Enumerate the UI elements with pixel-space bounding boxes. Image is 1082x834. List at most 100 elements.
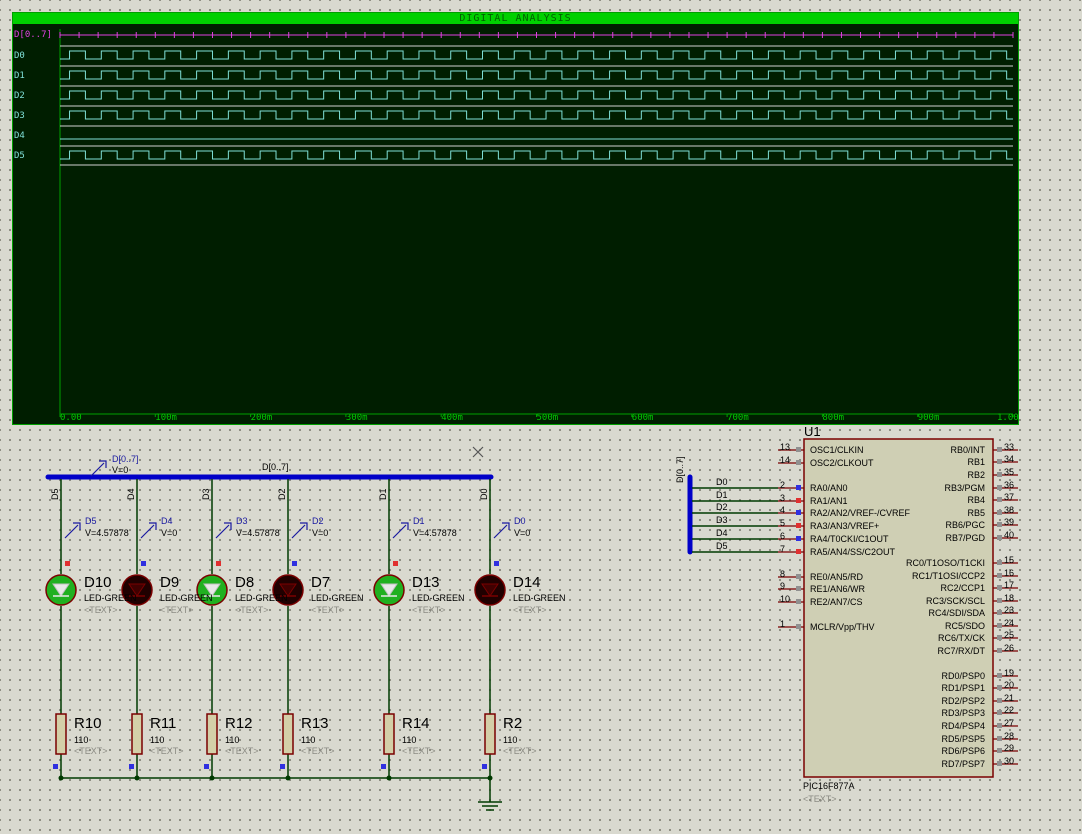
- resistor-value: 110: [301, 735, 316, 745]
- pin-state-marker: [997, 459, 1002, 464]
- mcu-text: <TEXT>: [803, 794, 837, 804]
- pin-number: 29: [1004, 743, 1015, 753]
- voltage-probe-label[interactable]: D4: [161, 516, 173, 526]
- pin-state-marker: [796, 586, 801, 591]
- voltage-probe-label[interactable]: D1: [413, 516, 425, 526]
- pin-state-marker: [796, 624, 801, 629]
- pin-state-marker: [129, 764, 134, 769]
- pin-number: 35: [1004, 467, 1015, 477]
- trace-label[interactable]: D2: [14, 91, 25, 101]
- voltage-probe-icon: [64, 522, 81, 539]
- pin-state-marker: [796, 485, 801, 490]
- resistor-value: 110: [402, 735, 417, 745]
- resistor-text: <TEXT>: [503, 746, 537, 756]
- pin-state-marker: [997, 497, 1002, 502]
- led-ref[interactable]: D13: [412, 574, 440, 591]
- net-label: D2: [277, 488, 287, 500]
- trace-label[interactable]: D1: [14, 71, 25, 81]
- resistor-ref[interactable]: R14: [402, 715, 430, 732]
- pin-name: RD3/PSP3: [941, 708, 985, 718]
- resistor-body: [131, 713, 143, 755]
- pin-number: 24: [1004, 618, 1015, 628]
- pin-name: RC5/SDO: [944, 621, 985, 631]
- pin-state-marker: [997, 673, 1002, 678]
- led-ref[interactable]: D10: [84, 574, 112, 591]
- voltage-probe-label[interactable]: D2: [312, 516, 324, 526]
- pin-state-marker: [280, 764, 285, 769]
- led-ref[interactable]: D9: [160, 574, 180, 591]
- led-ref[interactable]: D7: [311, 574, 331, 591]
- graph-title[interactable]: DIGITAL ANALYSIS: [13, 13, 1018, 24]
- led-ref[interactable]: D8: [235, 574, 255, 591]
- voltage-probe-label[interactable]: D5: [85, 516, 97, 526]
- led-text: <TEXT>: [412, 605, 446, 615]
- pin-state-marker: [482, 764, 487, 769]
- pin-state-marker: [796, 549, 801, 554]
- trace-label[interactable]: D3: [14, 111, 25, 121]
- pin-state-marker: [796, 460, 801, 465]
- pin-number: 13: [780, 442, 791, 452]
- voltage-probe-icon: [392, 522, 409, 539]
- led-type: LED-GREEN: [412, 593, 465, 603]
- pin-name: RD2/PSP2: [941, 696, 985, 706]
- led-type: LED-GREEN: [311, 593, 364, 603]
- led-ref[interactable]: D14: [513, 574, 541, 591]
- pin-name: OSC2/CLKOUT: [810, 458, 874, 468]
- resistor-ref[interactable]: R12: [225, 715, 253, 732]
- pin-name: RD0/PSP0: [941, 671, 985, 681]
- resistor-ref[interactable]: R11: [150, 715, 177, 732]
- wire-label: D2: [716, 502, 728, 512]
- pin-name: RB6/PGC: [945, 520, 985, 530]
- led-text: <TEXT>: [235, 605, 269, 615]
- voltage-probe-icon: [493, 522, 510, 539]
- led-text: <TEXT>: [311, 605, 345, 615]
- resistor-value: 110: [74, 735, 89, 745]
- led-diode-icon: [380, 583, 398, 597]
- pin-state-marker: [53, 764, 58, 769]
- pin-name: RC2/CCP1: [940, 583, 985, 593]
- pin-name: RC1/T1OSI/CCP2: [911, 571, 985, 581]
- pin-name: RA1/AN1: [810, 496, 848, 506]
- bus-probe-arrow: [90, 460, 107, 477]
- pin-number: 39: [1004, 517, 1015, 527]
- axis-tick-label: 1.00: [997, 413, 1019, 423]
- resistor-value: 110: [503, 735, 518, 745]
- wire-label: D3: [716, 515, 728, 525]
- axis-tick-label: 900m: [917, 413, 940, 423]
- pin-name: RB1: [967, 457, 985, 467]
- pin-number: 25: [1004, 630, 1015, 640]
- pin-number: 20: [1004, 680, 1015, 690]
- pin-number: 19: [1004, 668, 1015, 678]
- voltage-probe-label[interactable]: D0: [514, 516, 526, 526]
- resistor-ref[interactable]: R13: [301, 715, 329, 732]
- trace-label[interactable]: D4: [14, 131, 25, 141]
- pin-name: RD6/PSP6: [941, 746, 985, 756]
- led-diode-icon: [279, 583, 297, 597]
- led-diode-icon: [52, 583, 70, 597]
- resistor-ref[interactable]: R2: [503, 715, 523, 732]
- pin-state-marker: [997, 723, 1002, 728]
- trace-D1: [60, 70, 1013, 80]
- pin-state-marker: [796, 574, 801, 579]
- junction-dot: [487, 775, 493, 781]
- trace-D5: [60, 150, 1013, 160]
- resistor-ref[interactable]: R10: [74, 715, 102, 732]
- axis-tick-label: 600m: [631, 413, 654, 423]
- pin-number: 16: [1004, 568, 1015, 578]
- pin-state-marker: [997, 535, 1002, 540]
- pin-name: RE1/AN6/WR: [810, 584, 866, 594]
- pin-number: 18: [1004, 593, 1015, 603]
- axis-tick-label: 100m: [155, 413, 177, 423]
- trace-label[interactable]: D0: [14, 51, 25, 61]
- led-text: <TEXT>: [160, 605, 194, 615]
- trace-label[interactable]: D5: [14, 151, 25, 161]
- pin-state-marker: [292, 561, 297, 566]
- voltage-probe-value: V=0: [514, 528, 531, 538]
- bus-probe-label[interactable]: D[0..7]: [112, 454, 139, 464]
- voltage-probe-label[interactable]: D3: [236, 516, 248, 526]
- trace-label[interactable]: D[0..7]: [14, 30, 52, 40]
- pin-state-marker: [204, 764, 209, 769]
- pin-name: RE0/AN5/RD: [810, 572, 864, 582]
